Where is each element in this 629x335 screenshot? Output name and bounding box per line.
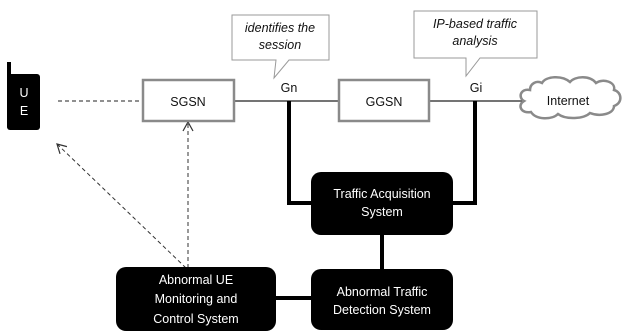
- gi-callout-line2: analysis: [452, 34, 497, 48]
- gn-callout-line1: identifies the: [245, 21, 315, 35]
- traffic-acquisition-line1: Traffic Acquisition: [333, 187, 430, 201]
- gn-callout-line2: session: [259, 38, 301, 52]
- ue-label-line1: U: [19, 86, 28, 100]
- gn-callout: identifies the session: [231, 14, 330, 80]
- sgsn-node: SGSN: [141, 78, 236, 123]
- ue-device: U E: [7, 62, 40, 130]
- gn-tap-link: [287, 101, 312, 205]
- traffic-acquisition-line2: System: [361, 205, 403, 219]
- internet-label: Internet: [547, 94, 590, 108]
- ggsn-node: GGSN: [337, 78, 431, 123]
- gi-callout-line1: IP-based traffic: [433, 17, 518, 31]
- ue-label-line2: E: [20, 104, 28, 118]
- gi-callout: IP-based traffic analysis: [413, 10, 538, 78]
- gi-interface-label: Gi: [470, 81, 483, 95]
- abnormal-ue-monitoring-node: Abnormal UE Monitoring and Control Syste…: [116, 267, 276, 331]
- internet-cloud: Internet: [519, 76, 622, 120]
- gn-interface-label: Gn: [281, 81, 298, 95]
- gi-tap-link: [452, 101, 477, 205]
- abnormal-ue-monitoring-line2: Monitoring and: [155, 292, 238, 306]
- abnormal-traffic-detection-line2: Detection System: [333, 303, 431, 317]
- traffic-acquisition-node: Traffic Acquisition System: [311, 172, 453, 235]
- abnormal-traffic-detection-node: Abnormal Traffic Detection System: [311, 269, 453, 330]
- abnormal-traffic-detection-line1: Abnormal Traffic: [337, 285, 428, 299]
- sgsn-label: SGSN: [170, 95, 205, 109]
- monitoring-to-ue-arrow: [56, 143, 187, 269]
- ggsn-label: GGSN: [366, 95, 403, 109]
- abnormal-ue-monitoring-line3: Control System: [153, 312, 238, 326]
- abnormal-ue-monitoring-line1: Abnormal UE: [159, 273, 233, 287]
